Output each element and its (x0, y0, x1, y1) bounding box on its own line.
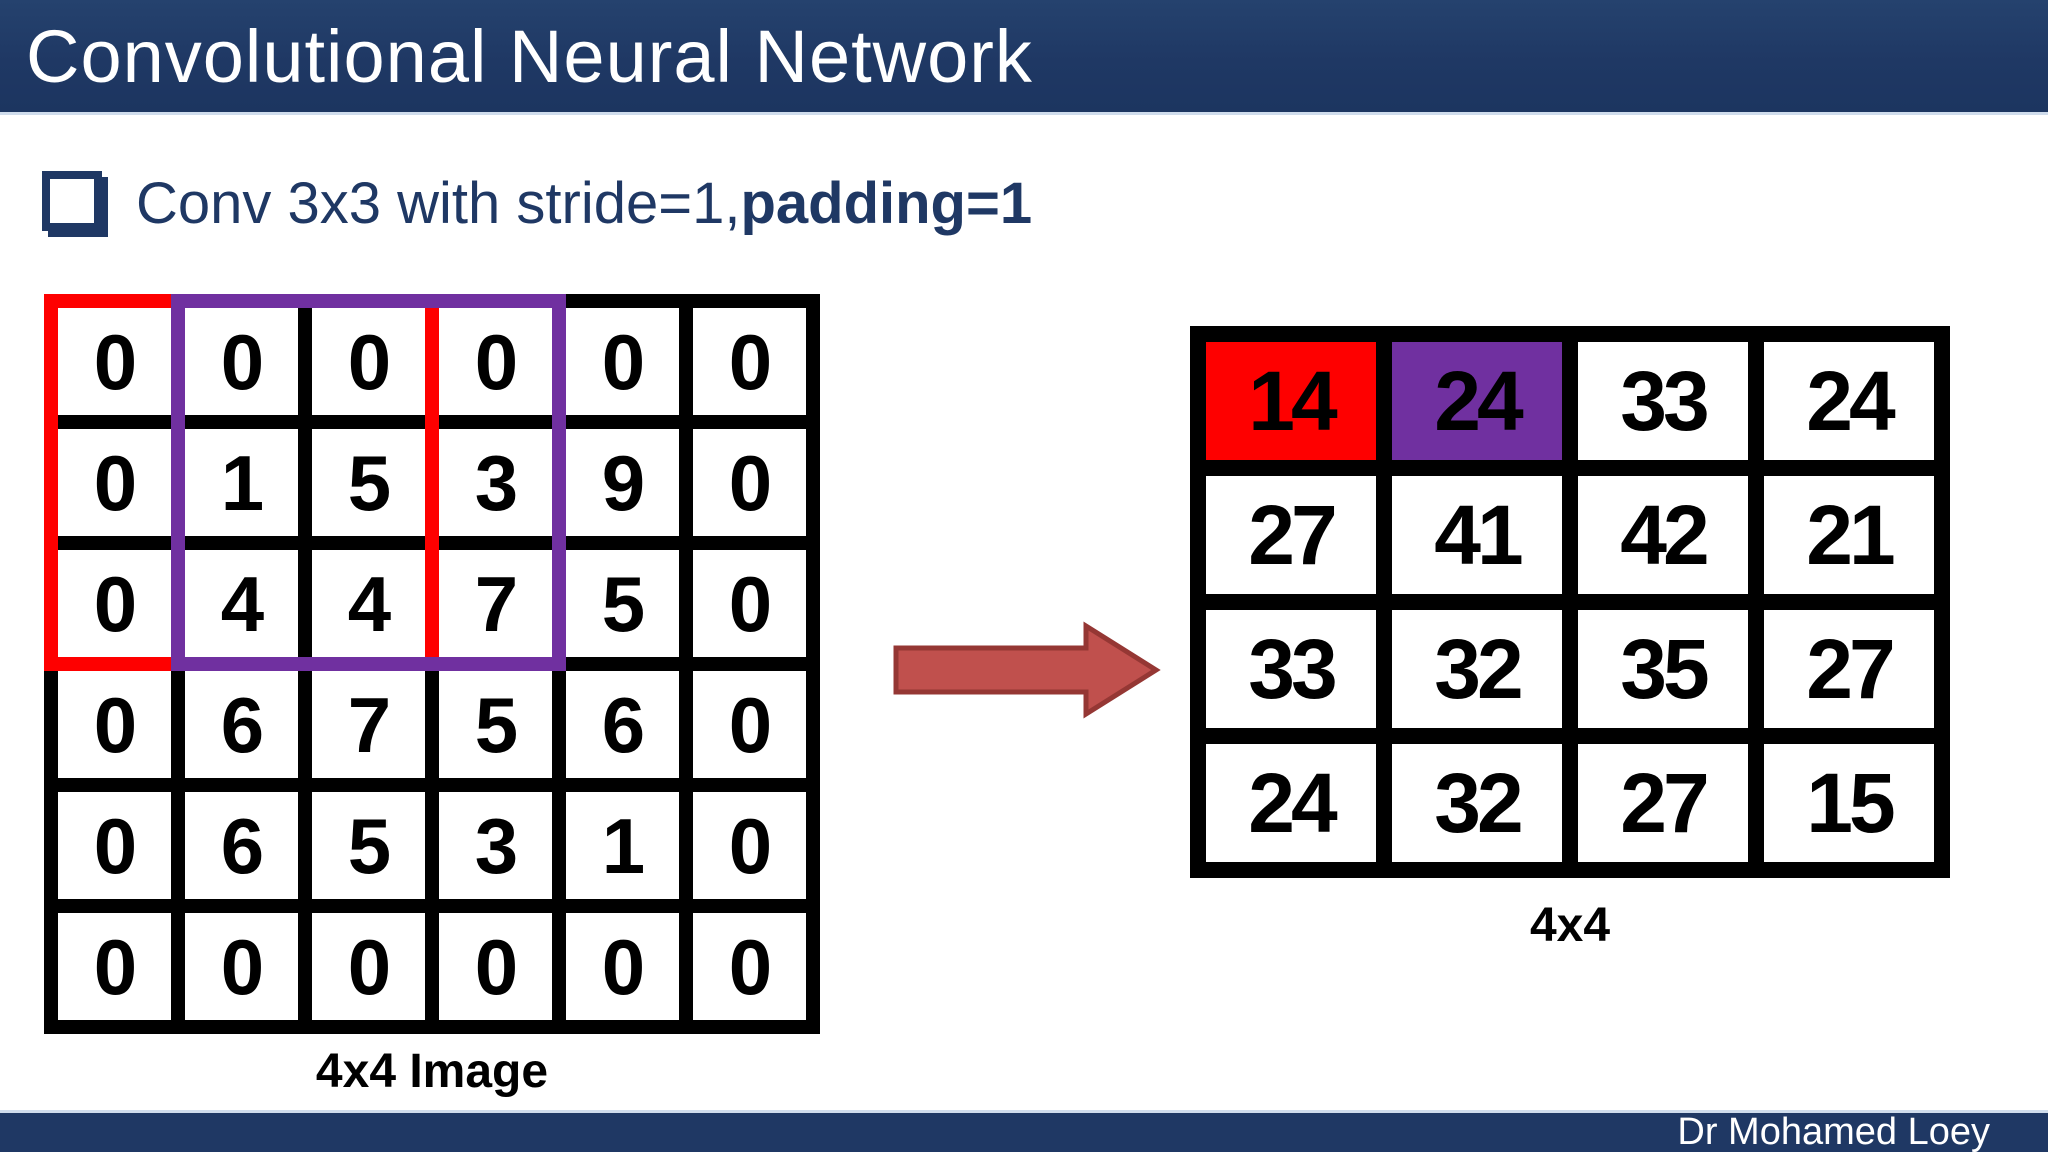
bullet-row: Conv 3x3 with stride=1,padding=1 (42, 170, 1032, 237)
input-grid-label: 4x4 Image (315, 1045, 549, 1098)
grid-cell: 0 (693, 671, 806, 778)
grid-cell: 24 (1206, 744, 1376, 862)
grid-cell: 0 (693, 429, 806, 536)
bullet-text-bold: padding=1 (740, 171, 1033, 236)
grid-cell: 0 (693, 308, 806, 415)
grid-cell: 32 (1392, 610, 1562, 728)
footer-author: Dr Mohamed Loey (1677, 1111, 1990, 1152)
grid-cell: 0 (566, 308, 679, 415)
grid-cell: 35 (1578, 610, 1748, 728)
grid-cell: 24 (1392, 342, 1562, 460)
grid-cell: 6 (566, 671, 679, 778)
grid-cell: 4 (185, 550, 298, 657)
grid-cell: 0 (566, 913, 679, 1020)
grid-cell: 21 (1764, 476, 1934, 594)
grid-cell: 27 (1206, 476, 1376, 594)
bullet-text: Conv 3x3 with stride=1,padding=1 (136, 170, 1032, 237)
grid-cell: 0 (58, 913, 171, 1020)
grid-cell: 0 (58, 429, 171, 536)
right-arrow-icon (890, 618, 1164, 722)
grid-cell: 7 (312, 671, 425, 778)
grid-cell: 0 (58, 308, 171, 415)
grid-cell: 0 (185, 913, 298, 1020)
grid-cell: 6 (185, 792, 298, 899)
grid-cell: 41 (1392, 476, 1562, 594)
grid-cell: 9 (566, 429, 679, 536)
grid-cell: 0 (312, 308, 425, 415)
grid-cell: 1 (566, 792, 679, 899)
grid-cell: 0 (58, 792, 171, 899)
grid-cell: 24 (1764, 342, 1934, 460)
grid-cell: 0 (58, 550, 171, 657)
grid-cell: 0 (439, 308, 552, 415)
grid-cell: 33 (1206, 610, 1376, 728)
grid-cell: 27 (1578, 744, 1748, 862)
footer-bar: Dr Mohamed Loey (0, 1110, 2048, 1152)
slide-title: Convolutional Neural Network (26, 14, 1033, 98)
grid-cell: 6 (185, 671, 298, 778)
grid-cell: 0 (693, 792, 806, 899)
open-square-bullet-icon (42, 170, 102, 231)
grid-cell: 5 (312, 792, 425, 899)
grid-cell: 5 (566, 550, 679, 657)
grid-cell: 0 (693, 913, 806, 1020)
grid-cell: 32 (1392, 744, 1562, 862)
grid-cell: 27 (1764, 610, 1934, 728)
grid-cell: 3 (439, 792, 552, 899)
grid-cell: 42 (1578, 476, 1748, 594)
grid-cell: 5 (439, 671, 552, 778)
grid-cell: 0 (439, 913, 552, 1020)
grid-cell: 0 (185, 308, 298, 415)
grid-cell: 1 (185, 429, 298, 536)
title-bar: Convolutional Neural Network (0, 0, 2048, 115)
grid-cell: 0 (58, 671, 171, 778)
grid-cell: 3 (439, 429, 552, 536)
output-grid-label: 4x4 (1529, 899, 1611, 952)
grid-cell: 15 (1764, 744, 1934, 862)
grid-cell: 33 (1578, 342, 1748, 460)
bullet-text-regular: Conv 3x3 with stride=1, (136, 171, 741, 236)
grid-cell: 5 (312, 429, 425, 536)
grid-cell: 4 (312, 550, 425, 657)
grid-cell: 0 (312, 913, 425, 1020)
grid-cell: 0 (693, 550, 806, 657)
grid-cell: 7 (439, 550, 552, 657)
grid-cell: 14 (1206, 342, 1376, 460)
